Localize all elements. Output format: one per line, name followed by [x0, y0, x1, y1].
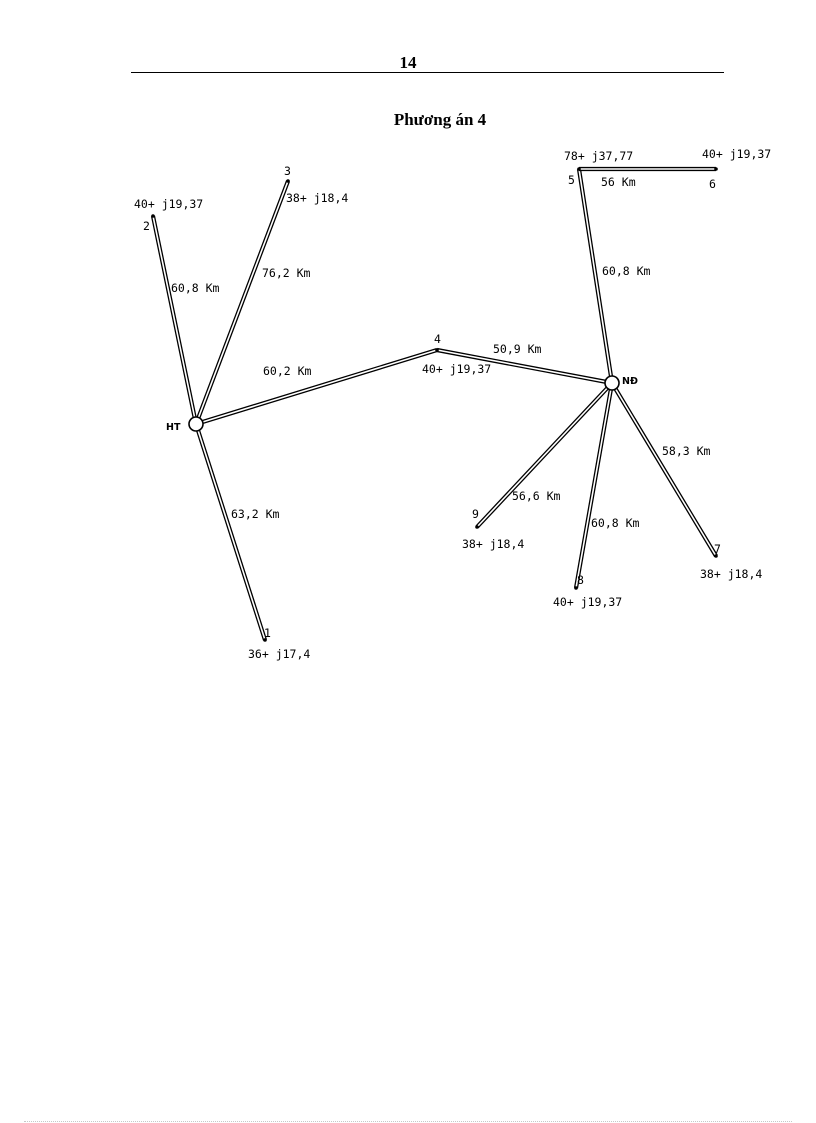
- line-ND-9: [475, 381, 614, 529]
- page-title: Phương án 4: [393, 110, 487, 129]
- load-node-6: [714, 167, 718, 171]
- line-HT-2: [150, 215, 199, 425]
- header-rule: [131, 72, 724, 73]
- line-length-label: 56,6 Km: [512, 489, 561, 503]
- node-load-label: 38+ j18,4: [700, 567, 762, 581]
- page-number: 14: [399, 53, 417, 72]
- hub-ht: [188, 416, 204, 432]
- node-number-label: 5: [568, 173, 575, 187]
- line-length-label: 63,2 Km: [231, 507, 280, 521]
- labels-layer: 60,8 Km 76,2 Km 60,2 Km 63,2 Km 50,9 Km 60,8 …: [134, 147, 771, 661]
- node-load-label: 40+ j19,37: [134, 197, 203, 211]
- node-number-label: 1: [264, 626, 271, 640]
- line-HT-3: [194, 180, 290, 425]
- node-load-label: 40+ j19,37: [422, 362, 491, 376]
- node-load-label: 36+ j17,4: [248, 647, 310, 661]
- line-HT-1: [193, 423, 268, 641]
- node-load-label: 78+ j37,77: [564, 149, 633, 163]
- load-node-2: [151, 214, 155, 218]
- load-node-3: [286, 179, 290, 183]
- line-4-ND: [436, 347, 613, 386]
- load-node-5: [577, 167, 581, 171]
- hub-label: NĐ: [622, 376, 638, 387]
- node-number-label: 9: [472, 507, 479, 521]
- line-length-label: 76,2 Km: [262, 266, 311, 280]
- node-number-label: 4: [434, 332, 441, 346]
- node-load-label: 38+ j18,4: [286, 191, 348, 205]
- hubs-layer: [188, 375, 620, 432]
- node-number-label: 2: [143, 219, 150, 233]
- hub-label: HT: [166, 422, 181, 433]
- line-length-label: 60,8 Km: [171, 281, 220, 295]
- nodes-layer: [151, 167, 718, 642]
- load-node-1: [263, 638, 267, 642]
- load-node-9: [475, 525, 479, 529]
- line-length-label: 56 Km: [601, 175, 636, 189]
- node-number-label: 3: [284, 164, 291, 178]
- node-load-label: 40+ j19,37: [553, 595, 622, 609]
- line-ND-7: [610, 381, 718, 558]
- line-HT-4: [195, 347, 438, 427]
- node-load-label: 38+ j18,4: [462, 537, 524, 551]
- line-length-label: 58,3 Km: [662, 444, 711, 458]
- line-ND-5: [576, 168, 615, 384]
- node-load-label: 40+ j19,37: [702, 147, 771, 161]
- page-bottom-border: [24, 1121, 792, 1122]
- line-length-label: 50,9 Km: [493, 342, 542, 356]
- load-node-8: [574, 586, 578, 590]
- line-length-label: 60,8 Km: [602, 264, 651, 278]
- node-number-label: 8: [577, 573, 584, 587]
- line-ND-8: [573, 382, 615, 589]
- line-length-label: 60,2 Km: [263, 364, 312, 378]
- hub-nd: [604, 375, 620, 391]
- node-number-label: 7: [714, 542, 721, 556]
- lines-layer: [150, 166, 718, 641]
- load-node-4: [435, 348, 439, 352]
- load-node-7: [714, 554, 718, 558]
- line-length-label: 60,8 Km: [591, 516, 640, 530]
- node-number-label: 6: [709, 177, 716, 191]
